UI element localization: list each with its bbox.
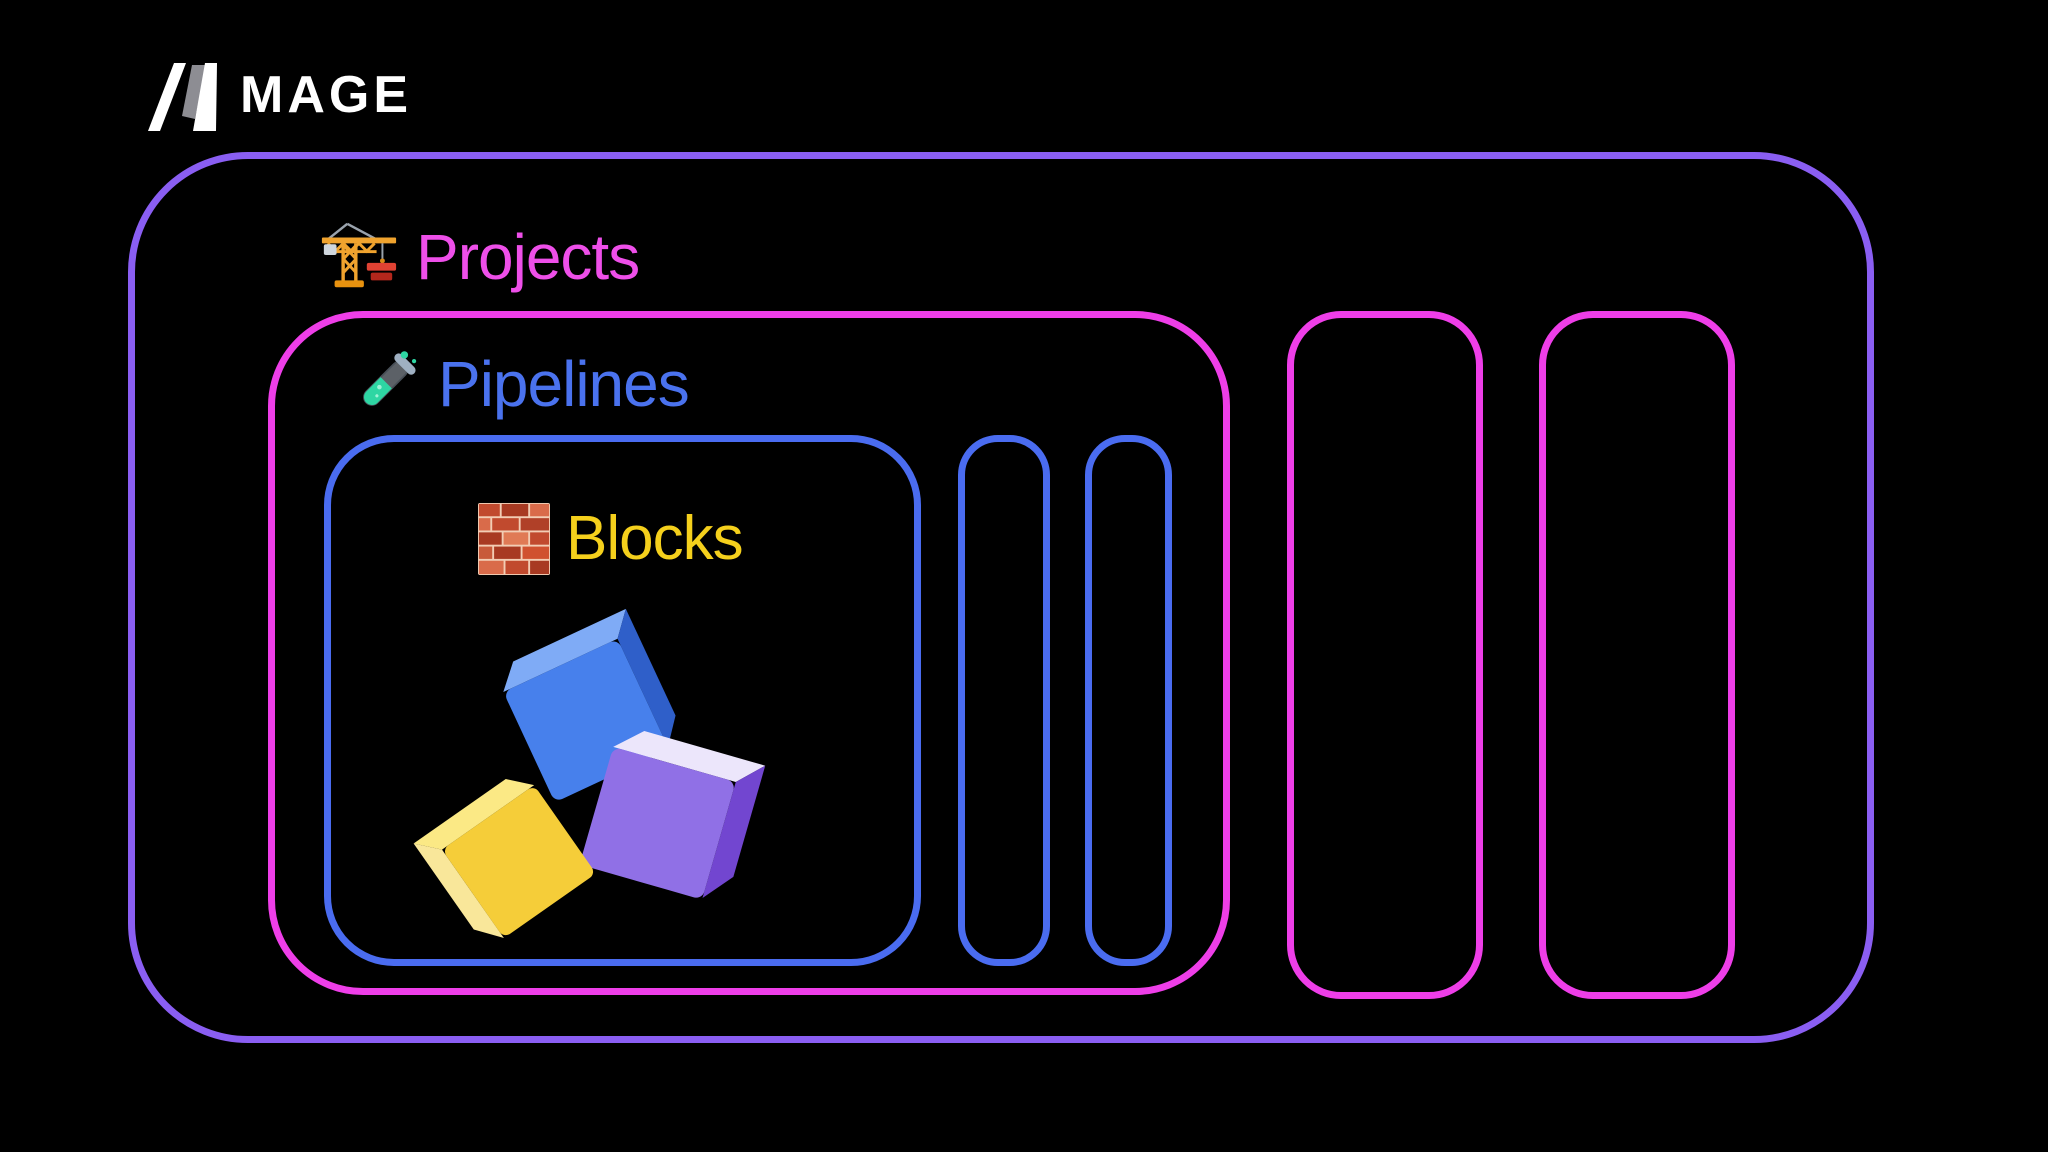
mage-logo-icon xyxy=(148,63,217,131)
pipelines-label-text: Pipelines xyxy=(438,348,690,420)
projects-box: Projects Pipelines xyxy=(128,152,1874,1043)
blocks-label: Blocks xyxy=(478,503,744,575)
brick-wall-icon xyxy=(478,503,550,575)
empty-project-box-1 xyxy=(1287,311,1483,999)
empty-project-box-2 xyxy=(1539,311,1735,999)
test-tube-icon xyxy=(363,351,417,406)
pipelines-label: Pipelines xyxy=(348,345,690,423)
projects-label: Projects xyxy=(318,215,640,299)
construction-crane-icon xyxy=(321,222,397,288)
blocks-box: Blocks xyxy=(324,435,921,966)
projects-label-text: Projects xyxy=(416,221,640,293)
blocks-cubes-illustration xyxy=(413,608,780,940)
empty-pipeline-box-2 xyxy=(1085,435,1172,966)
purple-cube xyxy=(581,731,766,899)
mage-logo-text: MAGE xyxy=(240,66,412,124)
pipelines-box: Pipelines Blocks xyxy=(268,311,1230,995)
yellow-cube xyxy=(413,779,594,939)
mage-logo: MAGE xyxy=(137,56,412,134)
empty-pipeline-box-1 xyxy=(958,435,1050,966)
blocks-label-text: Blocks xyxy=(566,504,744,573)
